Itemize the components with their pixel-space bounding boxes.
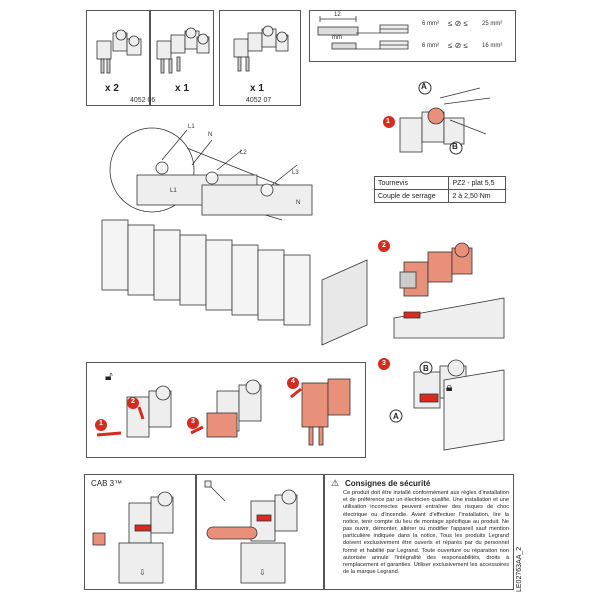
section-max: 25 mm² — [482, 21, 503, 27]
letter-a: A — [393, 412, 399, 421]
tool-value: PZ2 - plat 5,5 — [448, 176, 506, 190]
safety-body: Ce produit doit être installé conforméme… — [343, 490, 509, 576]
phase-label-l3: L3 — [292, 170, 299, 176]
section-max: 16 mm² — [482, 43, 503, 49]
step1-connection-diagram — [383, 81, 491, 155]
step-number-4: 4 — [291, 378, 295, 385]
unlock-icon: 🔓︎ — [105, 369, 113, 383]
connector-block-icon — [156, 27, 210, 74]
doc-code: LE02763AA_2 — [516, 546, 523, 592]
tool-table: Tournevis PZ2 - plat 5,5 Couple de serra… — [373, 176, 506, 203]
test-probe-diagram: ⇩ — [204, 480, 298, 584]
section-min: 6 mm² — [422, 43, 439, 49]
strip-unit: mm — [332, 35, 342, 41]
strip-length: 12 — [334, 12, 341, 18]
letter-b: B — [423, 364, 429, 373]
step-number-2: 2 — [131, 398, 135, 405]
kit-ref: 4052 06 — [130, 97, 156, 104]
ferrule-icon: ≤ ⊘ ≤ — [448, 41, 468, 50]
removal-step-diagram — [95, 377, 351, 446]
removal-sequence-box: 🔓︎ 1 2 3 4 — [86, 362, 366, 458]
letter-a: A — [421, 82, 427, 91]
safety-notice: ⚠ Consignes de sécurité Ce produit doit … — [324, 474, 514, 590]
connector-block-icon — [233, 25, 289, 72]
section-min: 6 mm² — [422, 21, 439, 27]
tool-label: Tournevis — [373, 176, 450, 190]
step-number-1: 1 — [386, 118, 390, 125]
tool-label: Couple de serrage — [373, 189, 450, 203]
phase-label-n: N — [296, 200, 301, 206]
kit-qty: x 1 — [250, 83, 264, 94]
step-number-3: 3 — [191, 418, 195, 425]
letter-b: B — [452, 142, 458, 151]
cab3-box: CAB 3™ ⇩ — [84, 474, 196, 590]
kit-box-1: x 2 — [86, 10, 150, 106]
tool-value: 2 à 2,50 Nm — [448, 189, 506, 203]
svg-text:⇩: ⇩ — [259, 568, 266, 577]
cable-spec-box: 12 mm 6 mm² ≤ ⊘ ≤ 25 mm² 6 mm² ≤ ⊘ ≤ 16 … — [309, 10, 516, 62]
phase-label-n: N — [208, 132, 213, 138]
cable-strip-diagram — [317, 16, 409, 50]
phase-label-l1: L1 — [170, 188, 177, 194]
cab3-diagram: ⇩ — [92, 491, 174, 584]
test-probe-box: ⇩ — [196, 474, 324, 590]
step-number-1: 1 — [99, 420, 103, 427]
phase-label-l2: L2 — [240, 150, 247, 156]
warning-icon: ⚠ — [331, 478, 340, 488]
step2-insert-diagram — [378, 240, 505, 339]
step3-lock-diagram — [378, 358, 505, 451]
step-number-2: 2 — [382, 242, 386, 249]
breaker-assembly-diagram — [101, 127, 368, 346]
connector-block-icon — [96, 29, 142, 74]
step-number-3: 3 — [382, 360, 386, 367]
table-row: Tournevis PZ2 - plat 5,5 — [373, 176, 506, 190]
svg-text:⇩: ⇩ — [139, 568, 146, 577]
lock-icon: 🔒︎ — [446, 380, 453, 394]
kit-box-3: x 1 4052 07 — [219, 10, 301, 106]
cab3-label: CAB 3™ — [91, 479, 123, 488]
kit-ref: 4052 07 — [246, 97, 272, 104]
table-row: Couple de serrage 2 à 2,50 Nm — [373, 189, 506, 203]
safety-title: Consignes de sécurité — [345, 479, 431, 488]
phase-label-l1: L1 — [188, 124, 195, 130]
wire-icon: ≤ ⊘ ≤ — [448, 19, 468, 28]
kit-qty: x 1 — [175, 83, 189, 94]
kit-qty: x 2 — [105, 83, 119, 94]
kit-box-2: x 1 — [150, 10, 214, 106]
